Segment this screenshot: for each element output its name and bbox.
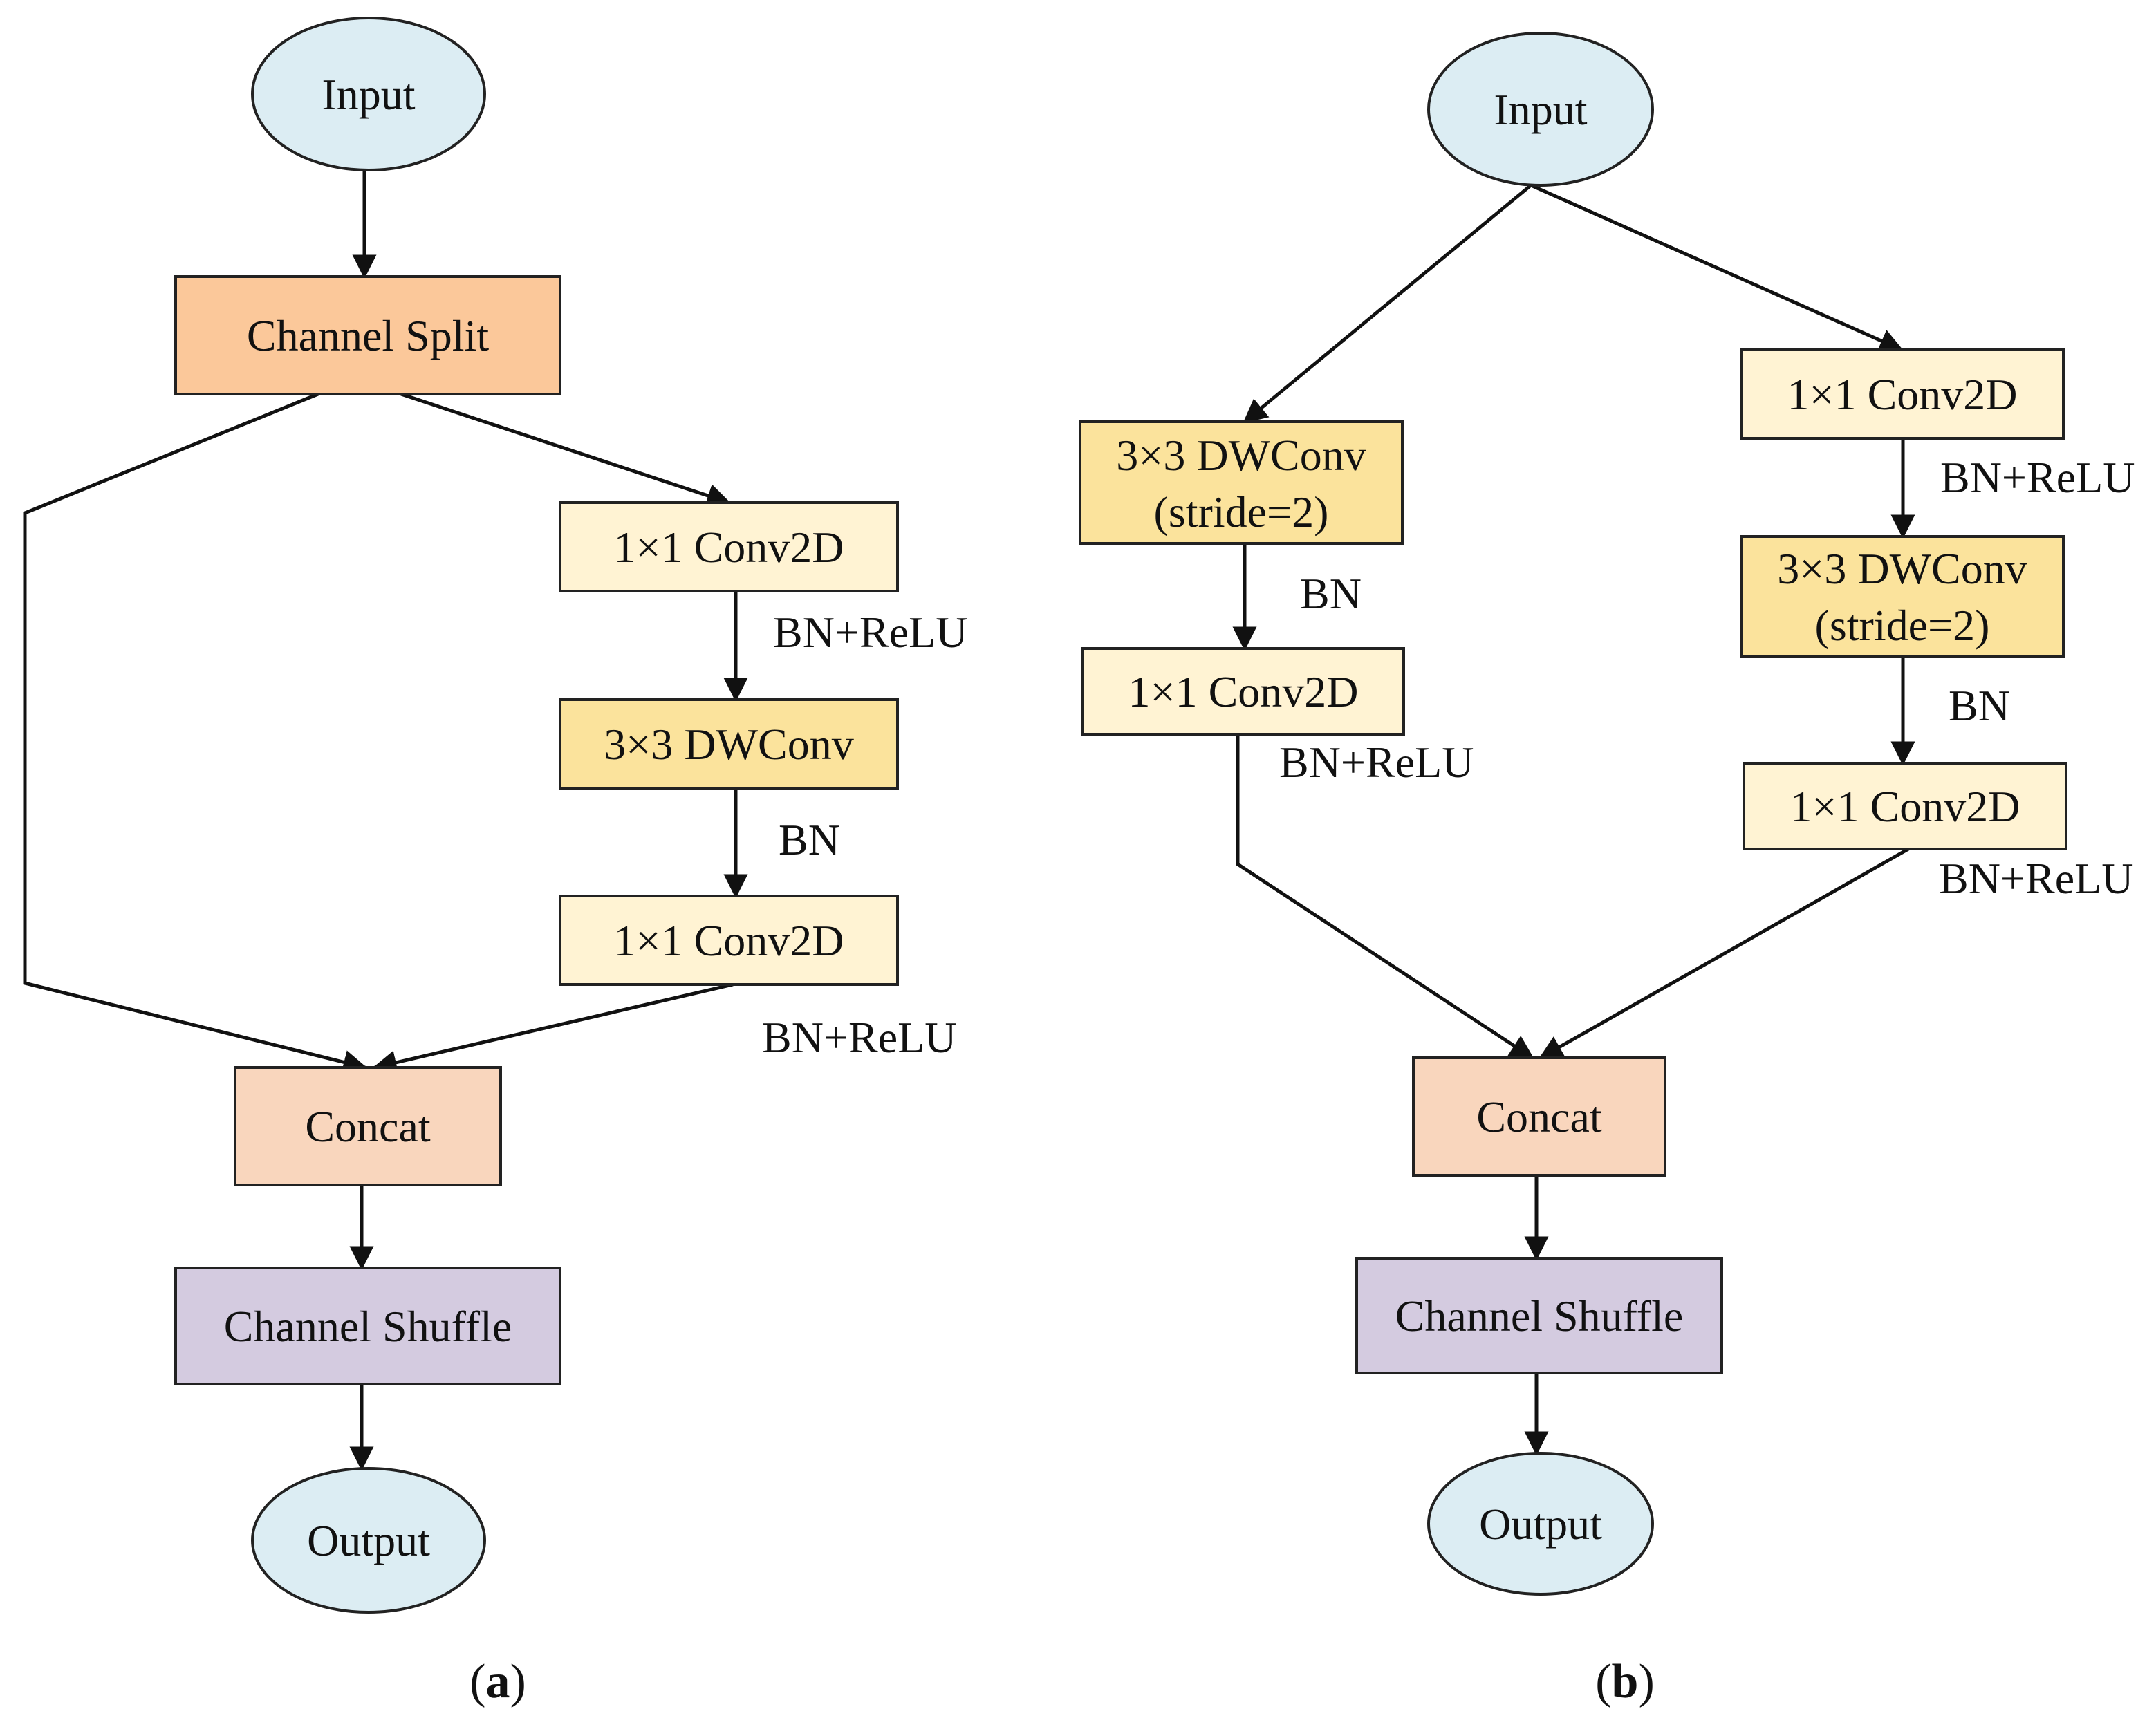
conv1x1-box-top (559, 501, 899, 592)
b-right-dwconv-label-2: (stride=2) (1815, 601, 1990, 650)
edge-right-conv2-to-concat (1538, 847, 1910, 1060)
output-node: Output (251, 1467, 486, 1614)
concat-label: Concat (305, 1102, 431, 1151)
b-concat-box (1412, 1056, 1666, 1177)
b-right-conv1-label: 1×1 Conv2D (1787, 370, 2018, 419)
channel-split-box (174, 275, 561, 395)
b-channel-shuffle-box (1355, 1257, 1723, 1374)
dwconv-box (559, 698, 899, 790)
b-left-dwconv-box (1079, 420, 1404, 545)
b-concat-label: Concat (1476, 1092, 1602, 1141)
b-left-dwconv-label-2: (stride=2) (1154, 487, 1329, 536)
diagram-a: Input Channel Split 1×1 Conv2D 3×3 DWCon… (23, 17, 967, 1708)
input-label: Input (322, 70, 415, 119)
b-right-dwconv-node: 3×3 DWConv (stride=2) (1740, 535, 2065, 658)
b-left-dwconv-node: 3×3 DWConv (stride=2) (1079, 420, 1404, 545)
b-input-ellipse (1427, 32, 1654, 187)
channel-split-label: Channel Split (247, 311, 489, 360)
channel-shuffle-box (174, 1267, 561, 1385)
b-output-ellipse (1427, 1452, 1654, 1596)
conv1x1-node-bottom: 1×1 Conv2D (559, 895, 899, 986)
b-right-conv2-box (1743, 762, 2067, 850)
conv1x1-node-top: 1×1 Conv2D (559, 501, 899, 592)
edge-conv2-to-concat (372, 982, 734, 1074)
b-edge-label-right-bn: BN (1949, 681, 2010, 730)
dwconv-node: 3×3 DWConv (559, 698, 899, 790)
b-left-conv-box (1081, 647, 1405, 736)
edge-split-to-conv1 (400, 392, 732, 507)
b-channel-shuffle-node: Channel Shuffle (1355, 1257, 1723, 1374)
b-left-conv-node: 1×1 Conv2D (1081, 647, 1405, 736)
b-edge-label-right-bn-relu-1: BN+ReLU (1940, 453, 2135, 502)
edge-input-to-right-conv1 (1530, 183, 1904, 353)
b-edge-label-left-bn-relu: BN+ReLU (1279, 738, 1474, 787)
b-left-dwconv-label-1: 3×3 DWConv (1116, 431, 1366, 480)
b-right-dwconv-box (1740, 535, 2065, 658)
b-right-conv2-label: 1×1 Conv2D (1790, 782, 2020, 831)
diagram-b: Input 3×3 DWConv (stride=2) 1×1 Conv2D 1… (1079, 32, 2135, 1708)
edge-split-to-concat-bypass (23, 392, 368, 1074)
caption-a: (a) (470, 1655, 526, 1708)
edge-input-to-left-dwconv (1243, 184, 1532, 424)
dwconv-label: 3×3 DWConv (604, 720, 853, 769)
concat-node: Concat (234, 1066, 502, 1186)
edge-label-bn: BN (779, 815, 840, 864)
output-ellipse (251, 1467, 486, 1614)
b-left-conv-label: 1×1 Conv2D (1128, 667, 1359, 716)
b-output-node: Output (1427, 1452, 1654, 1596)
b-channel-shuffle-label: Channel Shuffle (1395, 1291, 1684, 1341)
b-edge-label-left-bn: BN (1300, 569, 1362, 618)
channel-shuffle-label: Channel Shuffle (224, 1302, 512, 1351)
b-concat-node: Concat (1412, 1056, 1666, 1177)
edge-label-bn-relu-2: BN+ReLU (762, 1013, 956, 1062)
channel-shuffle-node: Channel Shuffle (174, 1267, 561, 1385)
caption-b: (b) (1595, 1655, 1655, 1708)
conv1x1-box-bottom (559, 895, 899, 986)
edge-label-bn-relu-1: BN+ReLU (773, 608, 967, 657)
edge-left-conv-to-concat (1236, 734, 1534, 1060)
b-right-dwconv-label-1: 3×3 DWConv (1777, 544, 2027, 593)
output-label: Output (307, 1516, 430, 1565)
conv1x1-label-top: 1×1 Conv2D (614, 523, 844, 572)
input-ellipse (251, 17, 486, 171)
concat-box (234, 1066, 502, 1186)
b-output-label: Output (1479, 1500, 1602, 1549)
b-input-label: Input (1494, 85, 1587, 134)
b-right-conv2-node: 1×1 Conv2D (1743, 762, 2067, 850)
conv1x1-label-bottom: 1×1 Conv2D (614, 916, 844, 965)
channel-split-node: Channel Split (174, 275, 561, 395)
b-edge-label-right-bn-relu-2: BN+ReLU (1939, 854, 2133, 903)
b-right-conv1-node: 1×1 Conv2D (1740, 348, 2065, 440)
b-input-node: Input (1427, 32, 1654, 187)
b-right-conv1-box (1740, 348, 2065, 440)
input-node: Input (251, 17, 486, 171)
